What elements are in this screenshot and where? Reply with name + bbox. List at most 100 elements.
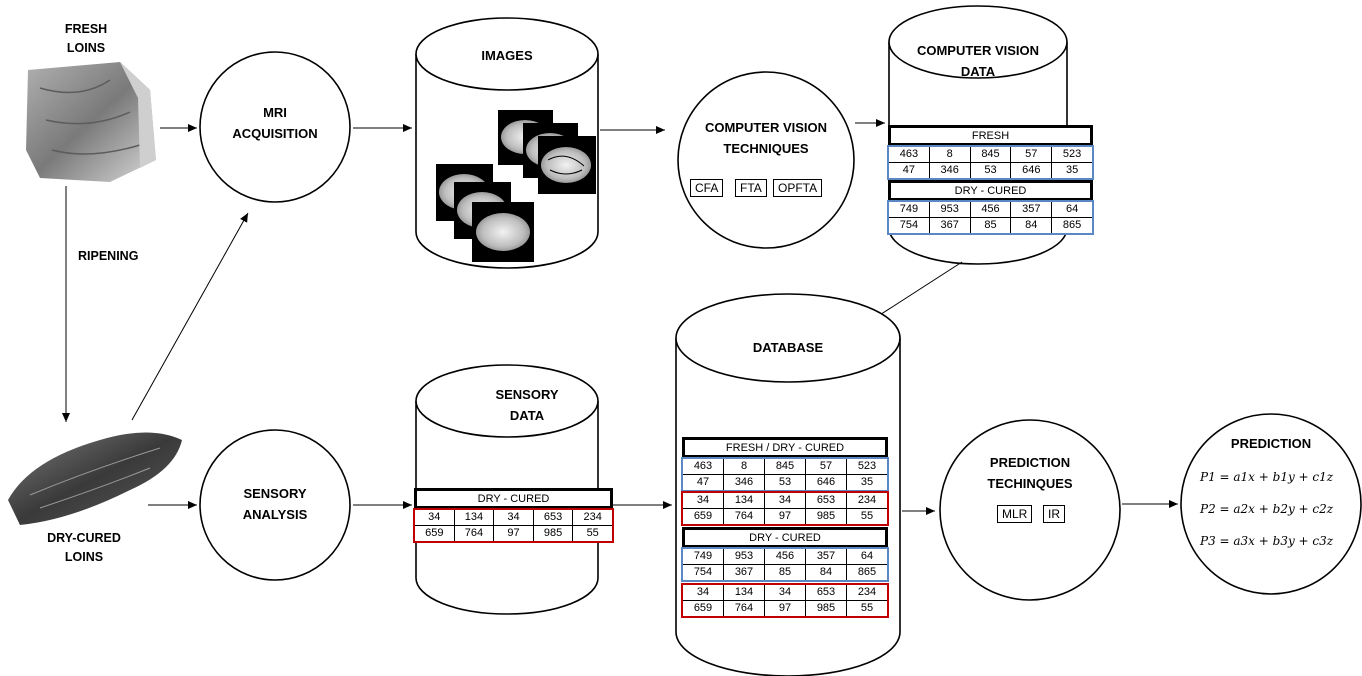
sensory-data-line1: SENSORY <box>495 387 559 402</box>
fresh-loins-line1: FRESH <box>64 22 108 36</box>
table-cell: 749 <box>682 548 724 565</box>
table-cell: 985 <box>805 508 847 525</box>
table-cell: 845 <box>969 146 1012 163</box>
table-cell: 53 <box>969 162 1012 179</box>
table-cell: 34 <box>682 584 724 601</box>
table-cell: 64 <box>1051 201 1093 218</box>
equation-p3: P3 = a3x + b3y + c3z <box>1200 534 1334 548</box>
cv-tech-line1: COMPUTER VISION <box>704 120 828 135</box>
drycured-loins-line1: DRY-CURED <box>47 531 121 545</box>
sensory-line2: ANALYSIS <box>242 507 308 523</box>
mlr-tag: MLR <box>997 505 1033 523</box>
table-cell: 764 <box>723 508 765 525</box>
table-cell: 34 <box>493 509 534 526</box>
table-cell: 234 <box>846 584 888 601</box>
table-cell: 754 <box>682 564 724 581</box>
fresh-loins-label: FRESH LOINS <box>46 20 126 59</box>
table-cell: 653 <box>805 492 847 509</box>
prediction-techniques-label: PREDICTION TECHINQUES <box>960 452 1100 495</box>
table-cell: 764 <box>453 525 495 542</box>
mri-slices-image <box>436 110 596 262</box>
table-cell: 34 <box>414 509 455 526</box>
table-cell: 53 <box>764 474 806 491</box>
mri-line2: ACQUISITION <box>232 126 318 142</box>
table-cell: 346 <box>723 474 765 491</box>
table-cell: 134 <box>453 509 495 526</box>
table-cell: 47 <box>682 474 724 491</box>
mri-acquisition-label: MRI ACQUISITION <box>215 102 335 145</box>
table-cell: 659 <box>682 508 724 525</box>
images-title: IMAGES <box>481 48 533 63</box>
cv-data-line2: DATA <box>960 64 996 80</box>
table-cell: 659 <box>682 600 724 617</box>
fresh-loin-image <box>26 62 156 182</box>
table-cell: 463 <box>888 146 930 163</box>
table-cell: 463 <box>682 458 724 475</box>
table-cell: 55 <box>572 525 613 542</box>
cfa-tag: CFA <box>690 179 724 197</box>
table-cell: 85 <box>764 564 806 581</box>
table-cell: 8 <box>723 458 765 475</box>
table-cell: 523 <box>846 458 888 475</box>
table-cell: 35 <box>1051 162 1093 179</box>
equation-p2: P2 = a2x + b2y + c2z <box>1200 502 1334 516</box>
cv-tech-line2: TECHNIQUES <box>723 141 809 157</box>
table-cell: 35 <box>846 474 888 491</box>
table-cell: 84 <box>1010 217 1053 234</box>
table-cell: 8 <box>928 146 971 163</box>
table-cell: 367 <box>723 564 765 581</box>
cv-drycured-header: DRY - CURED <box>888 180 1093 201</box>
table-cell: 646 <box>805 474 847 491</box>
database-title: DATABASE <box>752 340 824 355</box>
table-cell: 97 <box>493 525 534 542</box>
table-cell: 985 <box>805 600 847 617</box>
table-cell: 357 <box>805 548 847 565</box>
table-cell: 85 <box>969 217 1012 234</box>
table-cell: 57 <box>805 458 847 475</box>
table-cell: 749 <box>888 201 930 218</box>
sensory-data-title: SENSORY DATA <box>467 384 587 427</box>
table-cell: 64 <box>846 548 888 565</box>
drycured-loins-line2: LOINS <box>64 550 104 565</box>
table-cell: 234 <box>572 509 613 526</box>
table-cell: 55 <box>846 508 888 525</box>
table-cell: 234 <box>846 492 888 509</box>
cv-fresh-header: FRESH <box>888 125 1093 146</box>
table-cell: 456 <box>764 548 806 565</box>
mri-line1: MRI <box>263 105 287 120</box>
table-cell: 865 <box>846 564 888 581</box>
sensory-line1: SENSORY <box>243 486 307 501</box>
table-cell: 659 <box>414 525 455 542</box>
pred-tech-line2: TECHINQUES <box>987 476 1073 492</box>
table-cell: 357 <box>1010 201 1053 218</box>
table-cell: 55 <box>846 600 888 617</box>
table-cell: 646 <box>1010 162 1053 179</box>
table-cell: 653 <box>805 584 847 601</box>
table-cell: 953 <box>723 548 765 565</box>
table-cell: 84 <box>805 564 847 581</box>
sensory-drycured-header: DRY - CURED <box>414 488 613 509</box>
table-cell: 97 <box>764 508 806 525</box>
sensory-analysis-label: SENSORY ANALYSIS <box>215 483 335 526</box>
